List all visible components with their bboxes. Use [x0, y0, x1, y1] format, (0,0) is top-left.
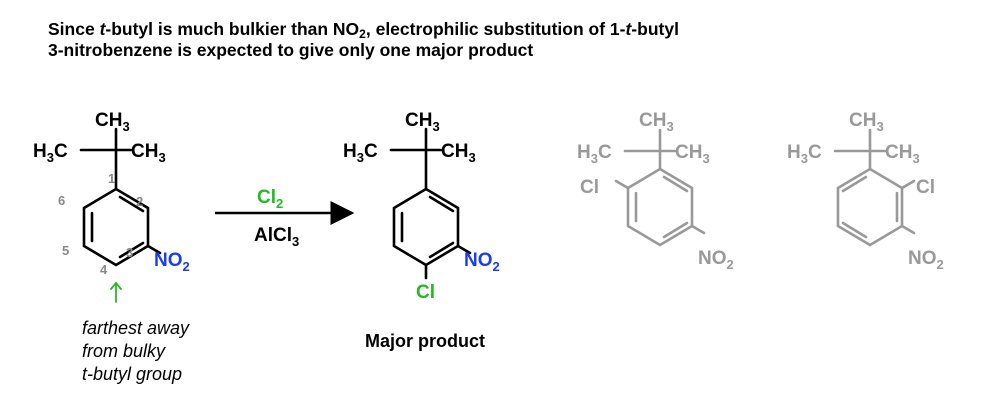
ch3-right-2: CH3	[441, 141, 476, 165]
ch3-right-3: CH3	[675, 142, 710, 166]
reagent-lewis-acid: AlCl3	[254, 225, 299, 249]
h3c-left-4: H3C	[787, 142, 822, 166]
header-line-1: Since t-butyl is much bulkier than NO2, …	[48, 19, 679, 41]
reagent-chlorine: Cl2	[257, 187, 283, 211]
major-product-label: Major product	[365, 331, 485, 351]
ring-1	[82, 187, 150, 267]
minor-product-a-labels: CH3 H3C CH3 Cl NO2	[577, 110, 734, 272]
green-up-arrow	[110, 281, 122, 303]
ch3-right-4: CH3	[885, 142, 920, 166]
position-6: 6	[58, 193, 65, 208]
position-4: 4	[100, 262, 108, 277]
ch3-right-1: CH3	[131, 141, 166, 165]
note-line-2: from bulky	[82, 341, 166, 361]
nitro-group-3: NO2	[698, 248, 734, 272]
chlorine-substituent-3: Cl	[580, 177, 599, 198]
major-product-structure	[389, 127, 472, 280]
nitro-group-4: NO2	[908, 248, 944, 272]
ch3-top-1: CH3	[95, 110, 130, 134]
h3c-left-3: H3C	[577, 142, 612, 166]
nitro-group-1: NO2	[154, 250, 190, 274]
ch3-top-4: CH3	[849, 110, 884, 134]
position-3: 3	[126, 245, 133, 260]
chlorine-substituent-4: Cl	[916, 177, 935, 198]
position-1: 1	[108, 171, 115, 186]
note-line-3: t-butyl group	[82, 364, 183, 384]
h3c-left-1: H3C	[33, 141, 68, 165]
starting-material	[79, 127, 162, 267]
position-5: 5	[62, 243, 69, 258]
header-line-2: 3-nitrobenzene is expected to give only …	[48, 40, 534, 60]
major-product-labels: CH3 H3C CH3 NO2 Cl	[343, 110, 500, 303]
header-caption: Since t-butyl is much bulkier than NO2, …	[48, 19, 679, 61]
h3c-left-2: H3C	[343, 141, 378, 165]
minor-product-b-labels: CH3 H3C CH3 Cl NO2	[787, 110, 944, 272]
regioselectivity-note: farthest away from bulky t-butyl group	[82, 317, 189, 386]
note-line-1: farthest away	[82, 318, 190, 338]
chlorine-substituent-2: Cl	[416, 282, 435, 303]
starting-material-labels: CH3 H3C CH3 NO2 1 2 3 4 5 6	[33, 110, 190, 277]
position-2: 2	[136, 194, 143, 209]
ch3-top-2: CH3	[405, 110, 440, 134]
minor-product-b-structure	[833, 128, 916, 247]
nitro-group-2: NO2	[464, 250, 500, 274]
ch3-top-3: CH3	[639, 110, 674, 134]
minor-product-a-structure	[614, 128, 706, 247]
